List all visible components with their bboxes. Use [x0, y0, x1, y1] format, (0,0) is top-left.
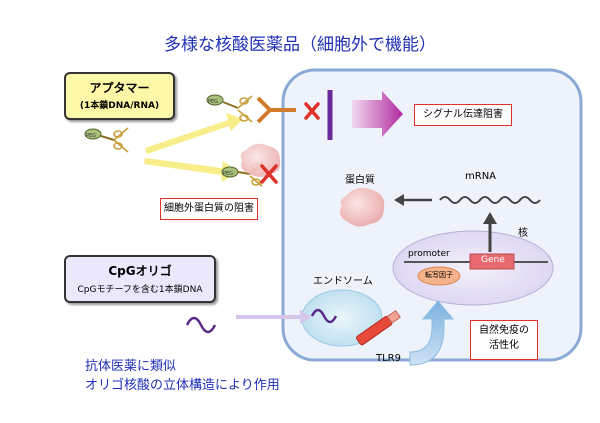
svg-text:PEG: PEG — [223, 171, 233, 177]
tf-label: 転写因子 — [425, 271, 453, 279]
block-x-lower — [260, 164, 278, 184]
cpg-wave-endosome — [310, 308, 338, 324]
tlr9-label: TLR9 — [376, 353, 401, 364]
promoter-label: promoter — [408, 249, 450, 259]
immune-label: 自然免疫の活性化 — [470, 320, 538, 360]
endosome-label: エンドソーム — [313, 276, 373, 287]
activation-arrow — [409, 300, 455, 366]
aptamer-free: PEG — [84, 127, 129, 153]
cpg-wave-outside — [185, 316, 217, 334]
aptamer-arrow-lower — [144, 158, 238, 182]
aptamer-arrow-upper — [145, 113, 243, 154]
protein-block-label: 細胞外蛋白質の阻害 — [160, 198, 258, 220]
cpg-box: CpGオリゴ CpGモチーフを含む1本鎖DNA — [64, 255, 216, 303]
aptamer-name: アプタマー — [89, 81, 150, 95]
block-x-upper — [304, 102, 320, 120]
svg-text:PEG: PEG — [86, 133, 96, 139]
protein-label: 蛋白質 — [345, 175, 375, 186]
tlr9-receptor — [356, 309, 401, 346]
receptor-y — [256, 96, 296, 124]
immune-label-text: 自然免疫の活性化 — [479, 325, 529, 351]
tf-blob — [417, 266, 461, 286]
aptamer-sub: (1本鎖DNA/RNA) — [79, 101, 160, 111]
mrna-label: mRNA — [465, 171, 497, 182]
aptamer-upper: PEG — [206, 94, 253, 123]
gene-box — [469, 253, 515, 270]
gene-label: Gene — [481, 255, 505, 265]
protein-blob — [340, 188, 385, 227]
cpg-name: CpGオリゴ — [108, 264, 172, 278]
svg-text:PEG: PEG — [208, 99, 218, 105]
footer-line-1: 抗体医薬に類似 — [85, 359, 177, 374]
cpg-sub: CpGモチーフを含む1本鎖DNA — [77, 285, 203, 295]
uptake-arrow — [236, 310, 312, 324]
protein-blob-extracellular — [240, 143, 281, 177]
footer-line-2: オリゴ核酸の立体構造により作用 — [85, 378, 280, 393]
page-title: 多様な核酸医薬品（細胞外で機能） — [164, 35, 436, 55]
signal-arrow — [352, 91, 403, 137]
aptamer-box: アプタマー (1本鎖DNA/RNA) — [64, 72, 175, 120]
nucleus-label: 核 — [518, 228, 528, 239]
signal-block-label: シグナル伝達阻害 — [414, 104, 512, 126]
mrna-wave — [439, 196, 541, 204]
